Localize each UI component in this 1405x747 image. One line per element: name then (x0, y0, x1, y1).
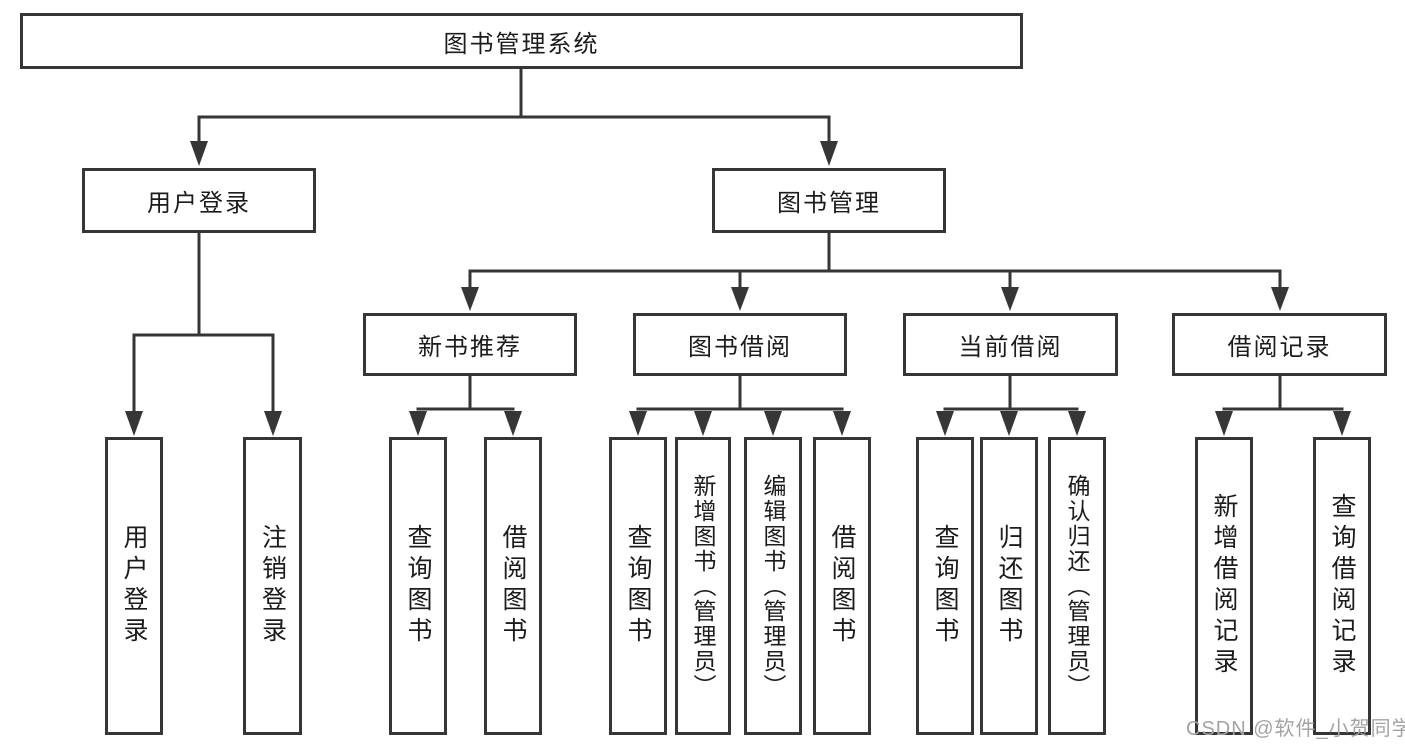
node-book-management: 图书管理 (712, 168, 946, 233)
leaf-current-confirm-return-admin: 确认归还（管理员） (1048, 437, 1106, 735)
leaf-user-login: 用户登录 (105, 437, 163, 735)
leaf-borrow-query-books: 查询图书 (609, 437, 667, 735)
leaf-borrow-borrow-books: 借阅图书 (813, 437, 871, 735)
node-library-management-system: 图书管理系统 (20, 13, 1023, 69)
node-user-login: 用户登录 (82, 168, 316, 233)
node-new-book-recommend: 新书推荐 (363, 313, 577, 376)
leaf-records-add-borrow-record: 新增借阅记录 (1195, 437, 1253, 735)
leaf-current-query-books: 查询图书 (916, 437, 974, 735)
arrowheads (125, 141, 1351, 436)
node-book-borrow: 图书借阅 (633, 313, 847, 376)
leaf-recommend-borrow-books: 借阅图书 (484, 437, 542, 735)
leaf-current-return-books: 归还图书 (980, 437, 1038, 735)
leaf-borrow-edit-books-admin: 编辑图书（管理员） (744, 437, 802, 735)
leaf-recommend-query-books: 查询图书 (389, 437, 447, 735)
node-current-borrow: 当前借阅 (903, 313, 1118, 376)
leaf-borrow-add-books-admin: 新增图书（管理员） (675, 437, 731, 735)
node-borrow-records: 借阅记录 (1172, 313, 1387, 376)
watermark-text: CSDN @软件_小贺同学 (1186, 718, 1405, 740)
leaf-records-query-borrow-record: 查询借阅记录 (1313, 437, 1371, 735)
leaf-logout-login: 注销登录 (243, 437, 302, 735)
